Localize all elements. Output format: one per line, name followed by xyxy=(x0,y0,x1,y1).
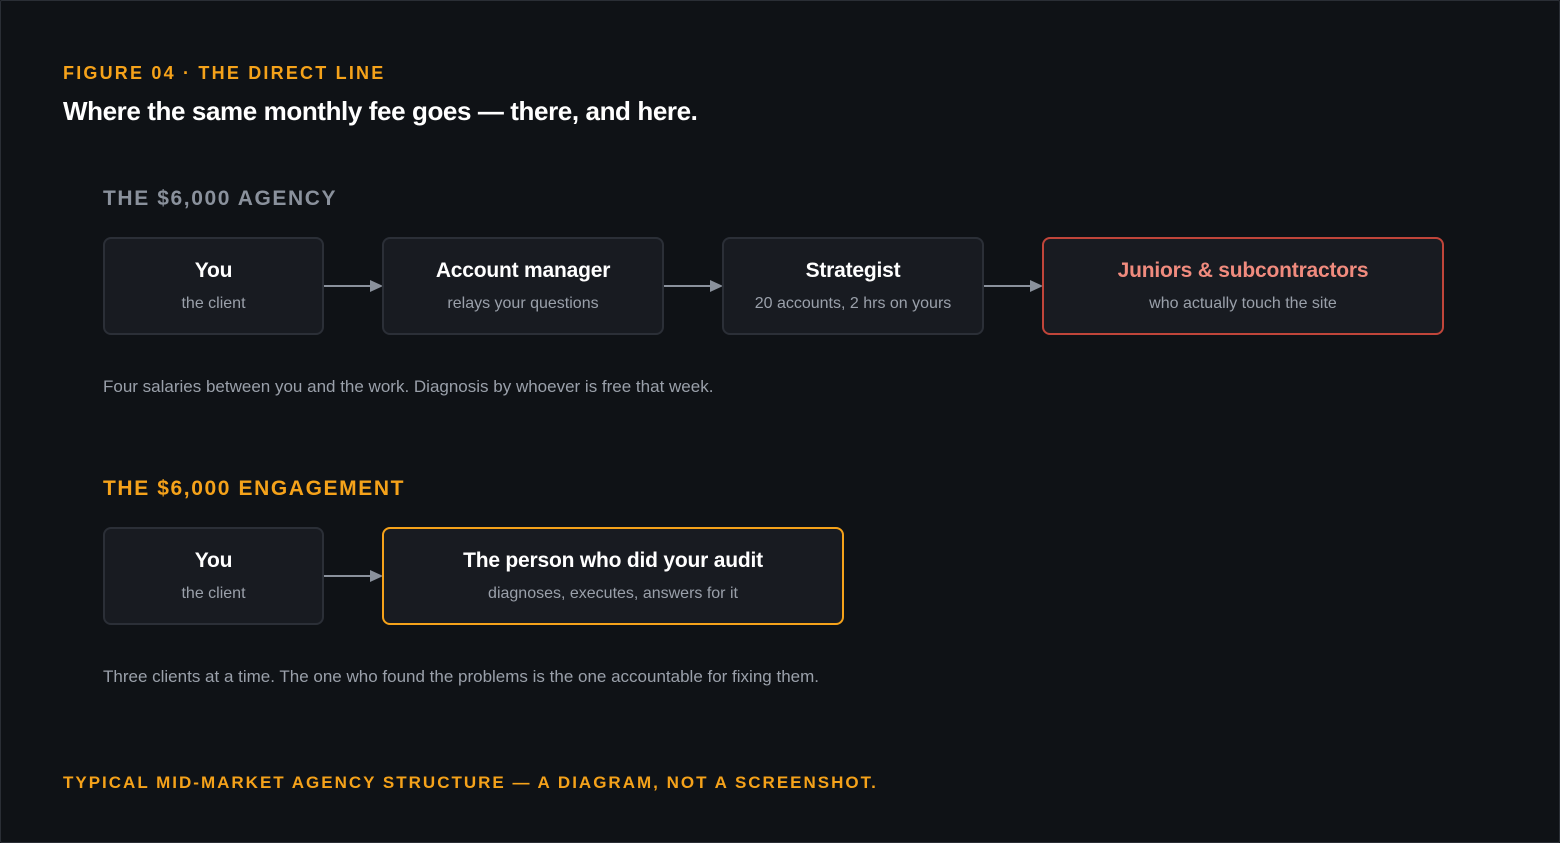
arrow-right-icon xyxy=(664,280,723,292)
figure-caption: TYPICAL MID-MARKET AGENCY STRUCTURE — A … xyxy=(63,773,878,792)
node-subtitle: 20 accounts, 2 hrs on yours xyxy=(754,295,952,312)
arrow-right-icon xyxy=(324,570,383,582)
agency-node-juniors: Juniors & subcontractors who actually to… xyxy=(1042,237,1444,335)
agency-node-you: You the client xyxy=(103,237,324,335)
node-subtitle: relays your questions xyxy=(447,295,599,312)
node-title: Juniors & subcontractors xyxy=(1117,259,1369,282)
node-title: Account manager xyxy=(435,259,611,282)
engagement-node-you: You the client xyxy=(103,527,324,625)
agency-node-strategist: Strategist 20 accounts, 2 hrs on yours xyxy=(722,237,984,335)
node-title: You xyxy=(194,549,233,572)
figure-headline: Where the same monthly fee goes — there,… xyxy=(63,96,698,126)
node-title: Strategist xyxy=(805,259,901,282)
node-title: You xyxy=(194,259,233,282)
arrow-right-icon xyxy=(324,280,383,292)
node-subtitle: the client xyxy=(181,585,246,602)
agency-node-account-manager: Account manager relays your questions xyxy=(382,237,664,335)
engagement-note: Three clients at a time. The one who fou… xyxy=(103,667,819,686)
arrow-right-icon xyxy=(984,280,1043,292)
figure-eyebrow: FIGURE 04 · THE DIRECT LINE xyxy=(63,63,386,83)
agency-note: Four salaries between you and the work. … xyxy=(103,377,714,396)
node-title: The person who did your audit xyxy=(463,549,763,572)
node-subtitle: the client xyxy=(181,295,246,312)
node-subtitle: who actually touch the site xyxy=(1149,295,1337,312)
agency-section-label: THE $6,000 AGENCY xyxy=(103,187,338,210)
node-subtitle: diagnoses, executes, answers for it xyxy=(488,585,738,602)
engagement-section-label: THE $6,000 ENGAGEMENT xyxy=(103,477,406,500)
engagement-node-auditor: The person who did your audit diagnoses,… xyxy=(382,527,844,625)
